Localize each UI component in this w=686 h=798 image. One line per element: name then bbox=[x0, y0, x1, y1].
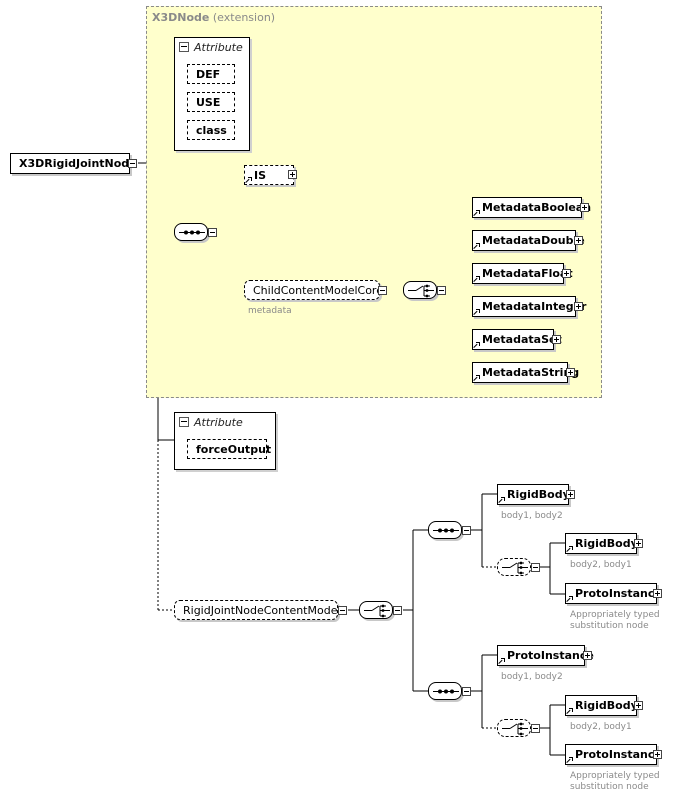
element-metadata-double[interactable]: MetadataDouble bbox=[472, 230, 585, 251]
group-rigid-joint-node-content-model[interactable]: RigidJointNodeContentModel bbox=[174, 600, 341, 620]
reference-arrow-icon bbox=[567, 708, 573, 714]
element-metadata-boolean[interactable]: MetadataBoolean bbox=[472, 197, 591, 218]
expand-icon[interactable] bbox=[634, 701, 643, 710]
reference-arrow-icon bbox=[474, 210, 480, 216]
element-label: MetadataSet bbox=[482, 333, 562, 346]
element-label: MetadataFloat bbox=[482, 267, 573, 280]
element-note: body1, body2 bbox=[501, 511, 563, 521]
reference-arrow-icon bbox=[499, 497, 505, 503]
group-note-metadata: metadata bbox=[248, 306, 292, 316]
expand-icon[interactable] bbox=[574, 302, 583, 311]
attribute-header-label: Attribute bbox=[194, 416, 243, 429]
choice-compositor[interactable] bbox=[403, 281, 437, 299]
collapse-icon[interactable] bbox=[338, 606, 347, 615]
expand-icon[interactable] bbox=[574, 236, 583, 245]
collapse-icon[interactable] bbox=[179, 417, 189, 427]
element-note: body2, body1 bbox=[570, 560, 632, 570]
reference-arrow-icon bbox=[246, 177, 252, 183]
element-label: MetadataBoolean bbox=[482, 201, 592, 214]
attribute-def[interactable]: DEF bbox=[187, 64, 235, 84]
element-note-line: Appropriately typed bbox=[570, 610, 660, 620]
collapse-icon[interactable] bbox=[462, 526, 471, 535]
extension-name: X3DNode bbox=[152, 11, 210, 24]
attribute-header-bottom: Attribute bbox=[179, 416, 243, 429]
collapse-icon[interactable] bbox=[208, 228, 217, 237]
collapse-icon[interactable] bbox=[393, 606, 402, 615]
reference-arrow-icon bbox=[474, 375, 480, 381]
expand-icon[interactable] bbox=[566, 490, 575, 499]
expand-icon[interactable] bbox=[288, 170, 297, 179]
attribute-use[interactable]: USE bbox=[187, 92, 235, 112]
group-child-content-model-core[interactable]: ChildContentModelCore bbox=[244, 280, 383, 300]
expand-icon[interactable] bbox=[634, 539, 643, 548]
expand-icon[interactable] bbox=[653, 750, 662, 759]
extension-suffix: (extension) bbox=[212, 11, 276, 24]
element-label: RigidBody bbox=[575, 537, 638, 550]
element-note-line: Appropriately typed bbox=[570, 771, 660, 781]
reference-arrow-icon bbox=[474, 276, 480, 282]
element-note-line: substitution node bbox=[570, 621, 649, 631]
element-rigid-body[interactable]: RigidBody bbox=[565, 533, 638, 554]
collapse-icon[interactable] bbox=[531, 724, 540, 733]
element-metadata-set[interactable]: MetadataSet bbox=[472, 329, 562, 350]
element-metadata-string[interactable]: MetadataString bbox=[472, 362, 579, 383]
element-note: Appropriately typed substitution node bbox=[570, 610, 660, 632]
element-label: ProtoInstance bbox=[575, 587, 662, 600]
choice-compositor-optional[interactable] bbox=[497, 558, 531, 576]
expand-icon[interactable] bbox=[580, 203, 589, 212]
reference-arrow-icon bbox=[567, 546, 573, 552]
collapse-icon[interactable] bbox=[378, 286, 387, 295]
element-label: MetadataInteger bbox=[482, 300, 587, 313]
choice-compositor-optional[interactable] bbox=[497, 719, 531, 737]
element-metadata-float[interactable]: MetadataFloat bbox=[472, 263, 573, 284]
expand-icon[interactable] bbox=[562, 269, 571, 278]
sequence-compositor[interactable] bbox=[428, 521, 462, 539]
attribute-group-bottom[interactable]: Attribute forceOutput bbox=[174, 412, 276, 470]
element-rigid-body[interactable]: RigidBody bbox=[565, 695, 638, 716]
root-element-node[interactable]: X3DRigidJointNode bbox=[10, 153, 137, 174]
reference-arrow-icon bbox=[567, 596, 573, 602]
element-proto-instance[interactable]: ProtoInstance bbox=[565, 583, 662, 604]
attribute-force-output[interactable]: forceOutput bbox=[187, 439, 271, 459]
element-label: RigidBody bbox=[507, 488, 570, 501]
reference-arrow-icon bbox=[567, 757, 573, 763]
collapse-icon[interactable] bbox=[462, 687, 471, 696]
extension-title: X3DNode (extension) bbox=[152, 11, 275, 24]
collapse-icon[interactable] bbox=[179, 42, 189, 52]
element-is-label: IS bbox=[254, 168, 267, 182]
attribute-group-top[interactable]: Attribute DEF USE class bbox=[174, 37, 250, 151]
reference-arrow-icon bbox=[474, 342, 480, 348]
element-rigid-body[interactable]: RigidBody bbox=[497, 484, 570, 505]
collapse-icon[interactable] bbox=[128, 159, 137, 168]
reference-arrow-icon bbox=[474, 309, 480, 315]
attribute-class[interactable]: class bbox=[187, 120, 235, 140]
collapse-icon[interactable] bbox=[531, 563, 540, 572]
element-proto-instance[interactable]: ProtoInstance bbox=[565, 744, 662, 765]
element-note: body1, body2 bbox=[501, 672, 563, 682]
expand-icon[interactable] bbox=[653, 589, 662, 598]
attribute-header-label: Attribute bbox=[194, 41, 243, 54]
element-label: ProtoInstance bbox=[507, 649, 594, 662]
element-metadata-integer[interactable]: MetadataInteger bbox=[472, 296, 586, 317]
element-is[interactable]: IS bbox=[244, 165, 294, 185]
expand-icon[interactable] bbox=[583, 651, 592, 660]
expand-icon[interactable] bbox=[552, 335, 561, 344]
element-label: MetadataString bbox=[482, 366, 580, 379]
element-note-line: substitution node bbox=[570, 782, 649, 792]
reference-arrow-icon bbox=[499, 658, 505, 664]
element-proto-instance[interactable]: ProtoInstance bbox=[497, 645, 594, 666]
element-label: RigidBody bbox=[575, 699, 638, 712]
choice-compositor[interactable] bbox=[359, 601, 393, 619]
element-label: ProtoInstance bbox=[575, 748, 662, 761]
element-label: MetadataDouble bbox=[482, 234, 585, 247]
sequence-compositor[interactable] bbox=[174, 223, 208, 241]
expand-icon[interactable] bbox=[566, 368, 575, 377]
collapse-icon[interactable] bbox=[437, 286, 446, 295]
element-note: body2, body1 bbox=[570, 722, 632, 732]
sequence-compositor[interactable] bbox=[428, 682, 462, 700]
element-note: Appropriately typed substitution node bbox=[570, 771, 660, 793]
reference-arrow-icon bbox=[474, 243, 480, 249]
attribute-header-top: Attribute bbox=[179, 41, 243, 54]
